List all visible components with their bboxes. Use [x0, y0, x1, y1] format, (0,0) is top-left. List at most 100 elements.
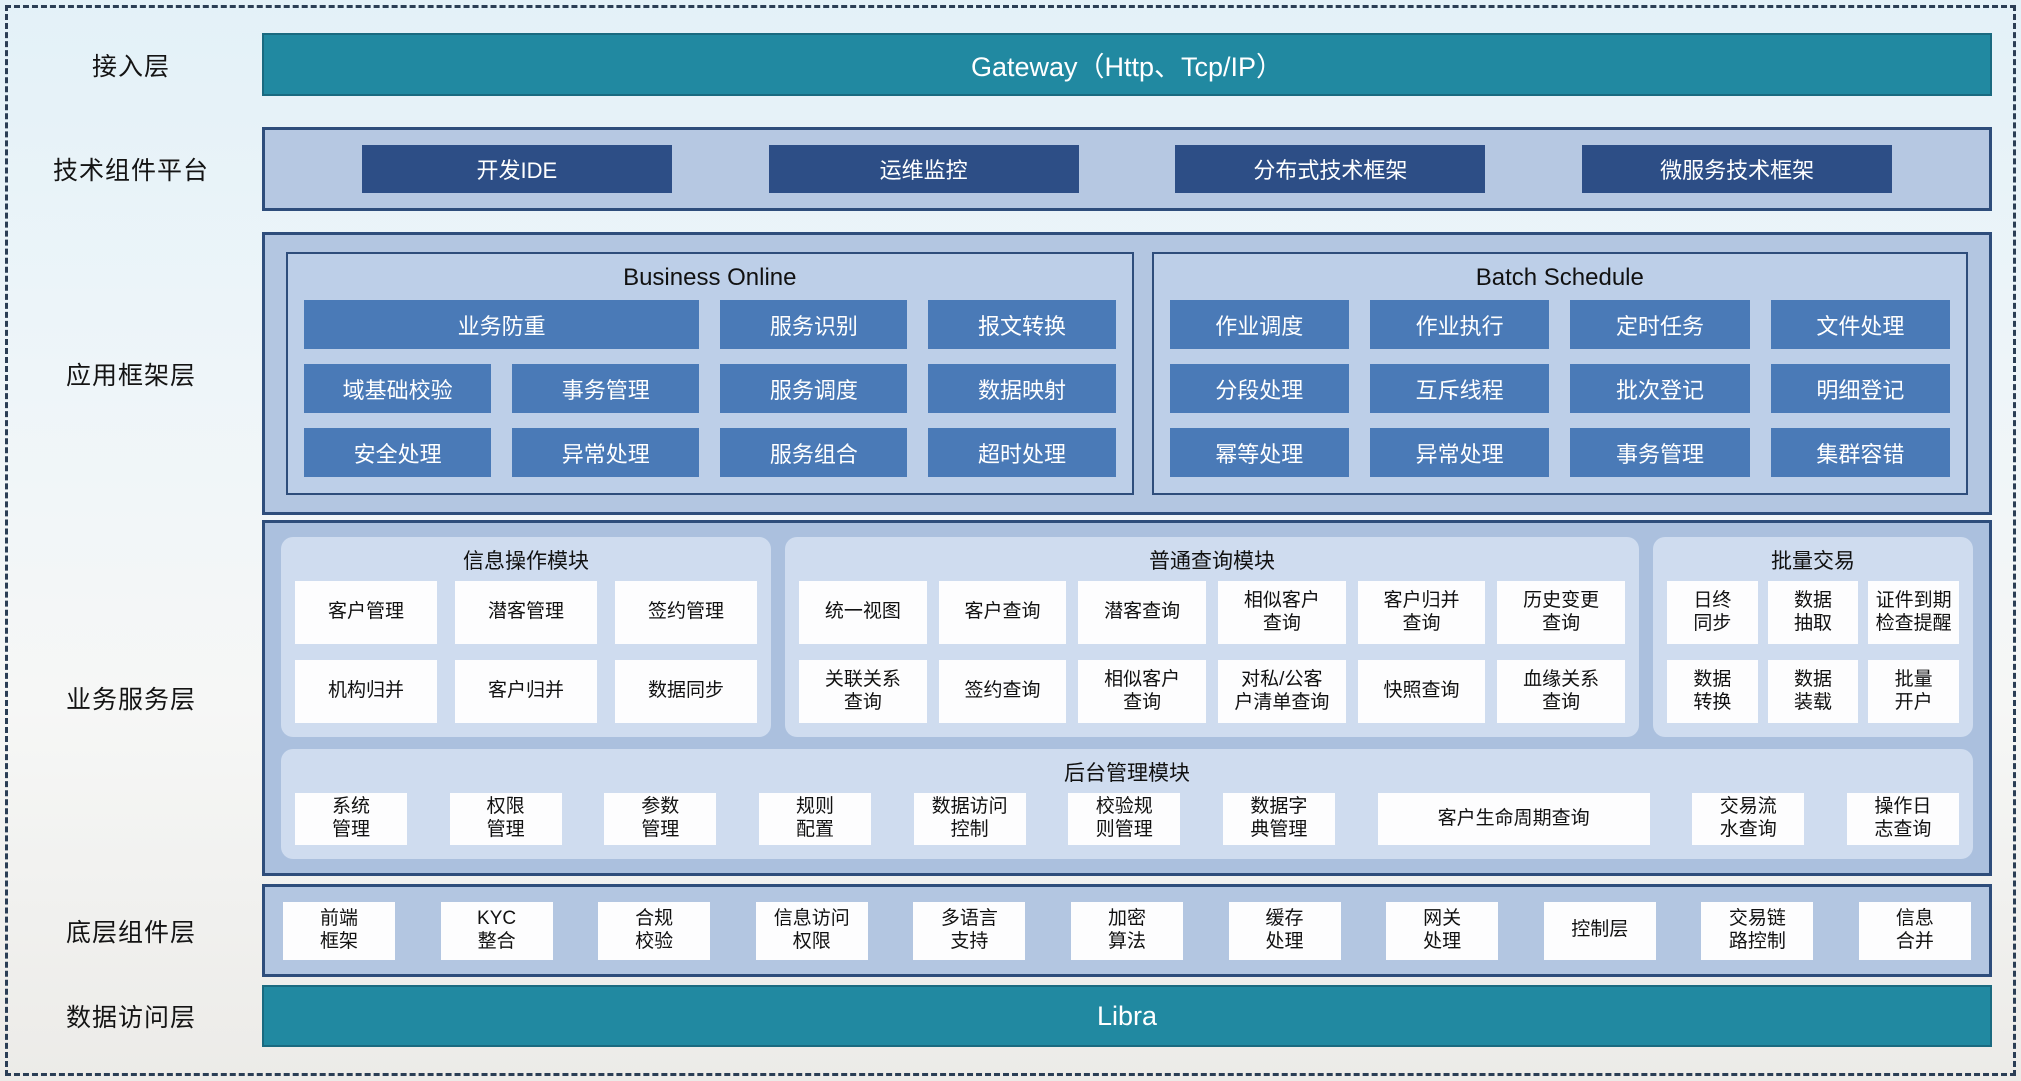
layer-label-tech-platform: 技术组件平台	[52, 157, 209, 185]
service-box: 数据 转换	[1667, 660, 1758, 723]
component-box: KYC 整合	[440, 901, 553, 960]
app-box: 分段处理	[1169, 364, 1349, 413]
layer-label-app-framework: 应用框架层	[65, 361, 196, 390]
service-box: 数据字 典管理	[1222, 793, 1335, 845]
layer-app-framework: 应用框架层 Business Online 业务防重 服务识别 报文转换 域基础…	[0, 232, 2021, 515]
common-query-grid: 统一视图 客户查询 潜客查询 相似客户 查询 客户归并 查询 历史变更 查询 关…	[799, 581, 1625, 723]
layer-access: 接入层 Gateway（Http、Tcp/IP）	[0, 33, 2021, 96]
component-box: 信息 合并	[1858, 901, 1971, 960]
service-box: 机构归并	[295, 660, 437, 723]
app-box: 文件处理	[1770, 300, 1950, 349]
app-box: 互斥线程	[1369, 364, 1550, 413]
service-box: 潜客管理	[455, 581, 597, 644]
component-box: 交易链 路控制	[1701, 901, 1814, 960]
service-box: 日终 同步	[1667, 581, 1758, 644]
layer-label-business-service: 业务服务层	[65, 686, 196, 714]
service-box: 校验规 则管理	[1068, 793, 1181, 845]
common-query-title: 普通查询模块	[1149, 550, 1275, 573]
libra-bar: Libra	[262, 985, 1992, 1047]
batch-schedule-title: Batch Schedule	[1475, 264, 1644, 291]
batch-trade-module: 批量交易 日终 同步 数据 抽取 证件到期 检查提醒 数据 转换 数据 装载 批…	[1653, 537, 1973, 737]
app-box: 作业执行	[1369, 300, 1550, 349]
gateway-bar: Gateway（Http、Tcp/IP）	[262, 33, 1992, 96]
app-box: 服务组合	[720, 428, 908, 477]
service-box: 数据同步	[615, 660, 757, 723]
component-box: 信息访问 权限	[755, 901, 868, 960]
component-box: 加密 算法	[1070, 901, 1183, 960]
tech-item-ops-monitor: 运维监控	[768, 145, 1079, 193]
info-operation-title: 信息操作模块	[463, 550, 589, 573]
app-box: 服务调度	[720, 364, 908, 413]
service-box: 数据访问 控制	[913, 793, 1026, 845]
component-box: 控制层	[1543, 901, 1656, 960]
service-box: 历史变更 查询	[1497, 581, 1625, 644]
app-box: 幂等处理	[1169, 428, 1349, 477]
tech-item-microservice-framework: 微服务技术框架	[1582, 145, 1893, 193]
service-box: 客户管理	[295, 581, 437, 644]
business-online-panel: Business Online 业务防重 服务识别 报文转换 域基础校验 事务管…	[286, 252, 1134, 495]
tech-item-distributed-framework: 分布式技术框架	[1175, 145, 1486, 193]
layer-label-access: 接入层	[91, 52, 170, 81]
app-box: 服务识别	[720, 300, 908, 349]
service-box: 签约管理	[615, 581, 757, 644]
service-box: 操作日 志查询	[1846, 793, 1959, 845]
app-box: 集群容错	[1770, 428, 1950, 477]
service-box: 相似客户 查询	[1078, 660, 1206, 723]
app-box: 报文转换	[928, 300, 1116, 349]
batch-trade-grid: 日终 同步 数据 抽取 证件到期 检查提醒 数据 转换 数据 装载 批量 开户	[1667, 581, 1959, 723]
app-box: 域基础校验	[304, 364, 492, 413]
business-online-title: Business Online	[623, 264, 797, 291]
service-box: 签约查询	[938, 660, 1067, 723]
layer-base-components: 底层组件层 前端 框架 KYC 整合 合规 校验 信息访问 权限 多语言 支持 …	[0, 884, 2021, 977]
service-box: 证件到期 检查提醒	[1868, 581, 1959, 644]
app-box: 批次登记	[1570, 364, 1750, 413]
admin-module: 后台管理模块 系统 管理 权限 管理 参数 管理 规则 配置 数据访问 控制 校…	[281, 749, 1973, 859]
service-box: 权限 管理	[449, 793, 562, 845]
service-box: 客户归并 查询	[1357, 581, 1486, 644]
app-box: 作业调度	[1169, 300, 1349, 349]
tech-platform-panel: 开发IDE 运维监控 分布式技术框架 微服务技术框架	[262, 127, 1992, 211]
batch-schedule-grid: 作业调度 作业执行 定时任务 文件处理 分段处理 互斥线程 批次登记 明细登记 …	[1169, 300, 1950, 477]
app-box: 明细登记	[1770, 364, 1950, 413]
service-box: 统一视图	[799, 581, 927, 644]
business-online-grid: 业务防重 服务识别 报文转换 域基础校验 事务管理 服务调度 数据映射 安全处理…	[304, 300, 1116, 477]
batch-schedule-panel: Batch Schedule 作业调度 作业执行 定时任务 文件处理 分段处理 …	[1151, 252, 1968, 495]
info-operation-grid: 客户管理 潜客管理 签约管理 机构归并 客户归并 数据同步	[295, 581, 757, 723]
common-query-module: 普通查询模块 统一视图 客户查询 潜客查询 相似客户 查询 客户归并 查询 历史…	[785, 537, 1639, 737]
service-box: 客户归并	[455, 660, 597, 723]
app-box: 事务管理	[1570, 428, 1750, 477]
service-box: 客户查询	[938, 581, 1067, 644]
app-framework-panel: Business Online 业务防重 服务识别 报文转换 域基础校验 事务管…	[262, 232, 1992, 515]
component-box: 缓存 处理	[1228, 901, 1341, 960]
info-operation-module: 信息操作模块 客户管理 潜客管理 签约管理 机构归并 客户归并 数据同步	[281, 537, 771, 737]
service-box: 数据 装载	[1767, 660, 1859, 723]
component-box: 网关 处理	[1386, 901, 1499, 960]
tech-item-dev-ide: 开发IDE	[361, 145, 672, 193]
admin-module-title: 后台管理模块	[1064, 762, 1190, 785]
service-box: 数据 抽取	[1767, 581, 1859, 644]
component-box: 前端 框架	[283, 901, 395, 960]
layer-label-data-access: 数据访问层	[65, 1004, 196, 1032]
service-box: 相似客户 查询	[1217, 581, 1346, 644]
service-box: 关联关系 查询	[799, 660, 927, 723]
service-box: 规则 配置	[758, 793, 871, 845]
layer-business-service: 业务服务层 信息操作模块 客户管理 潜客管理 签约管理 机构归并 客户归并 数据…	[0, 520, 2021, 876]
service-box: 血缘关系 查询	[1497, 660, 1625, 723]
service-box: 批量 开户	[1868, 660, 1959, 723]
service-box: 系统 管理	[295, 793, 407, 845]
business-service-panel: 信息操作模块 客户管理 潜客管理 签约管理 机构归并 客户归并 数据同步 普通查…	[262, 520, 1992, 876]
app-box: 异常处理	[1369, 428, 1550, 477]
app-box: 事务管理	[512, 364, 700, 413]
service-box: 快照查询	[1357, 660, 1486, 723]
app-box: 定时任务	[1570, 300, 1750, 349]
app-box: 异常处理	[512, 428, 700, 477]
service-box: 对私/公客 户清单查询	[1217, 660, 1346, 723]
app-box: 业务防重	[304, 300, 700, 349]
layer-tech-platform: 技术组件平台 开发IDE 运维监控 分布式技术框架 微服务技术框架	[0, 127, 2021, 211]
admin-module-items: 系统 管理 权限 管理 参数 管理 规则 配置 数据访问 控制 校验规 则管理 …	[295, 793, 1959, 845]
app-box: 超时处理	[928, 428, 1116, 477]
service-box: 潜客查询	[1078, 581, 1206, 644]
component-box: 合规 校验	[598, 901, 711, 960]
app-box: 数据映射	[928, 364, 1116, 413]
layer-label-base-components: 底层组件层	[65, 918, 196, 947]
